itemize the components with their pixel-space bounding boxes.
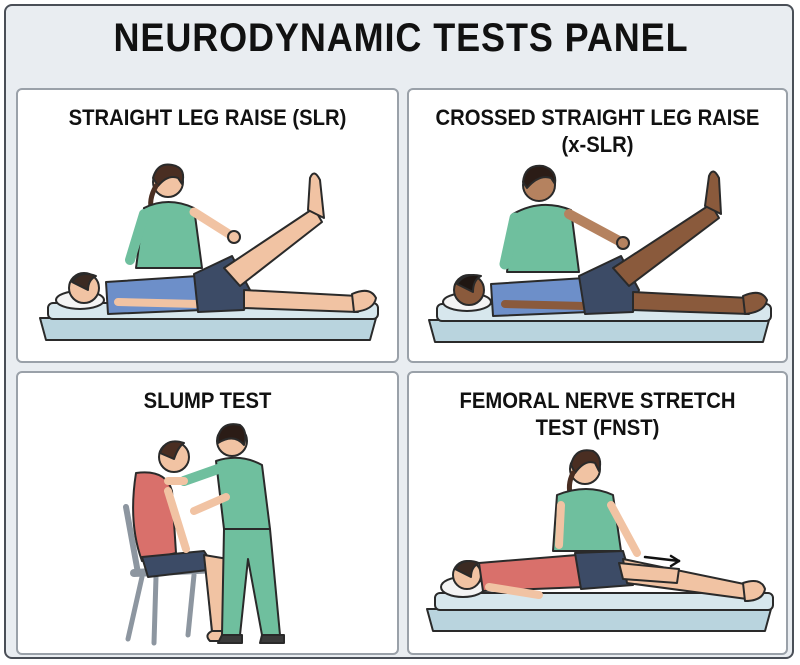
panel-xslr: CROSSED STRAIGHT LEG RAISE (x-SLR) [407, 88, 788, 363]
slr-illustration [39, 163, 379, 341]
diagram-frame: NEURODYNAMIC TESTS PANEL STRAIGHT LEG RA… [4, 4, 794, 659]
fnst-illustration [426, 449, 774, 632]
panel-slump: SLUMP TEST [16, 371, 399, 655]
slump-illustration [123, 423, 285, 646]
xslr-illustration [428, 164, 772, 343]
panel-slr: STRAIGHT LEG RAISE (SLR) [16, 88, 399, 363]
panel-title-slr: STRAIGHT LEG RAISE (SLR) [68, 105, 347, 130]
panel-title-xslr: CROSSED STRAIGHT LEG RAISE (x-SLR) [435, 105, 760, 157]
panel-title-slump: SLUMP TEST [143, 388, 272, 413]
page-title: NEURODYNAMIC TESTS PANEL [113, 16, 689, 60]
panel-title-fnst: FEMORAL NERVE STRETCH TEST (FNST) [459, 388, 736, 440]
panel-fnst: FEMORAL NERVE STRETCH TEST (FNST) [407, 371, 788, 655]
